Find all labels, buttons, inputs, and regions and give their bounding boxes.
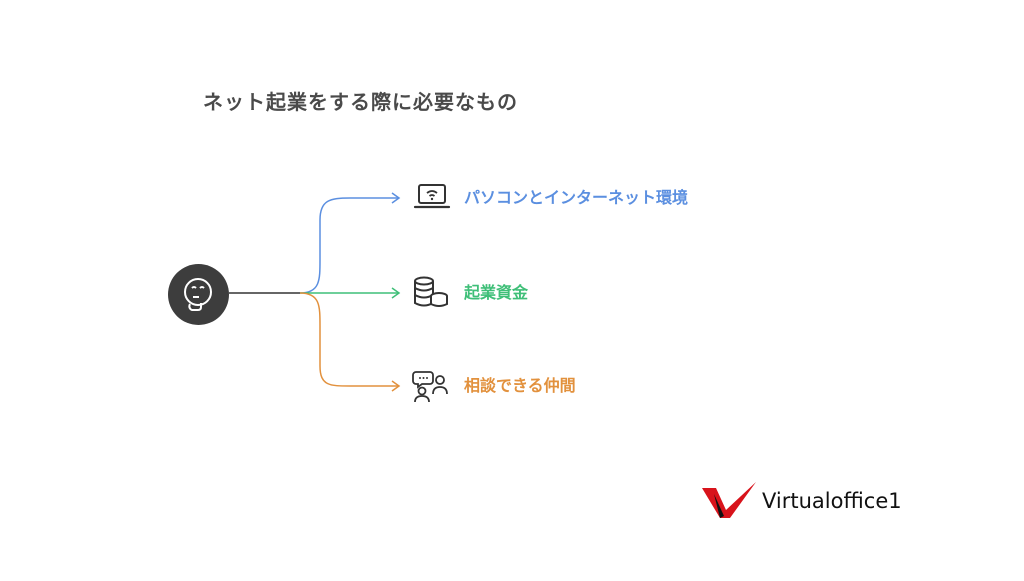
virtualoffice-logo-icon (702, 482, 756, 518)
item-label-funds: 起業資金 (464, 283, 529, 302)
laptop-wifi-icon (413, 184, 451, 209)
connector-top (299, 197, 398, 294)
arrowhead-middle (391, 287, 401, 299)
logo-text: Virtualoffice1 (762, 489, 902, 513)
people-chat-icon (412, 371, 448, 402)
connector-bottom (299, 292, 398, 387)
coin-stack-icon (414, 276, 448, 307)
central-hub (168, 264, 229, 325)
diagram-title: ネット起業をする際に必要なもの (203, 90, 518, 114)
arrowhead-bottom (391, 380, 401, 392)
arrowhead-top (391, 192, 401, 204)
item-label-pc-internet: パソコンとインターネット環境 (464, 188, 689, 207)
thinking-face-icon (184, 278, 212, 311)
item-label-peers: 相談できる仲間 (464, 376, 576, 395)
